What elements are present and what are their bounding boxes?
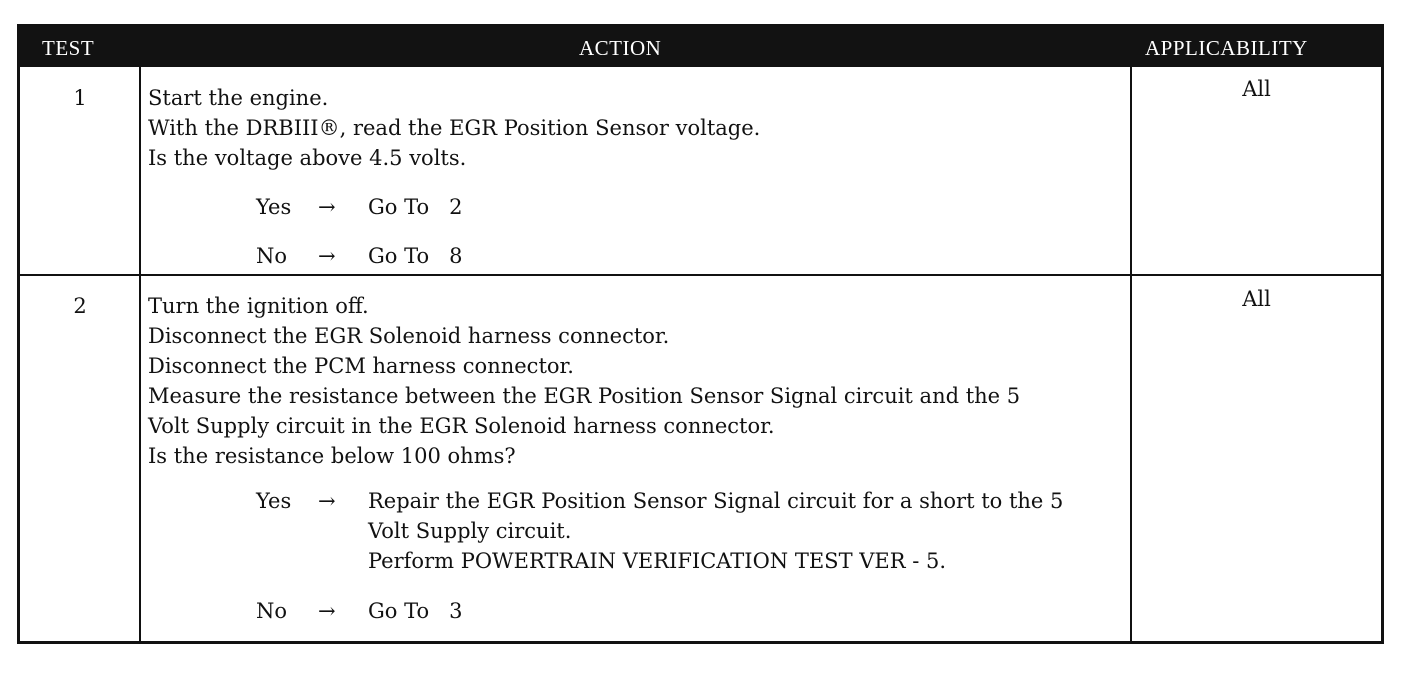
result-line: Go To 2 [368, 195, 463, 219]
applicability-value: All [1242, 287, 1271, 311]
result-line: Volt Supply circuit. [368, 519, 572, 543]
row-divider [20, 274, 1381, 276]
action-line: Turn the ignition off. [148, 294, 369, 318]
test-number: 2 [73, 294, 87, 318]
action-line: Measure the resistance between the EGR P… [148, 384, 1021, 408]
action-line: Is the voltage above 4.5 volts. [148, 146, 467, 170]
option-yes: Yes → Repair the EGR Position Sensor Sig… [256, 486, 1126, 576]
table-row: 2 Turn the ignition off. Disconnect the … [20, 276, 1381, 641]
option-label: No [256, 244, 288, 268]
option-result: Go To 2 [368, 192, 463, 222]
diagnostic-table: TEST ACTION APPLICABILITY 1 Start the en… [17, 24, 1384, 644]
table-header: TEST ACTION APPLICABILITY [20, 27, 1381, 67]
action-text: Start the engine. With the DRBIII®, read… [148, 83, 1128, 173]
action-line: Volt Supply circuit in the EGR Solenoid … [148, 414, 775, 438]
option-no: No → Go To 3 [256, 596, 1116, 626]
option-no: No → Go To 8 [256, 241, 1116, 271]
option-result: Repair the EGR Position Sensor Signal ci… [368, 486, 1063, 576]
option-result: Go To 3 [368, 596, 463, 626]
result-line: Repair the EGR Position Sensor Signal ci… [368, 489, 1064, 513]
result-line: Perform POWERTRAIN VERIFICATION TEST VER… [368, 549, 947, 573]
option-result: Go To 8 [368, 241, 463, 271]
result-line: Go To 3 [368, 599, 463, 623]
test-number: 1 [73, 86, 87, 110]
arrow-icon: → [318, 244, 336, 268]
action-line: Disconnect the PCM harness connector. [148, 354, 574, 378]
arrow-icon: → [318, 489, 336, 513]
header-test: TEST [42, 36, 95, 60]
option-yes: Yes → Go To 2 [256, 192, 1116, 222]
action-line: Is the resistance below 100 ohms? [148, 444, 516, 468]
arrow-icon: → [318, 195, 336, 219]
applicability-value: All [1242, 77, 1271, 101]
action-line: Start the engine. [148, 86, 329, 110]
action-line: With the DRBIII®, read the EGR Position … [148, 116, 761, 140]
header-action: ACTION [579, 36, 662, 60]
arrow-icon: → [318, 599, 336, 623]
option-label: Yes [256, 195, 292, 219]
header-applicability: APPLICABILITY [1145, 36, 1308, 60]
result-line: Go To 8 [368, 244, 463, 268]
column-divider [139, 67, 141, 641]
column-divider [1130, 67, 1132, 641]
option-label: Yes [256, 489, 292, 513]
table-row: 1 Start the engine. With the DRBIII®, re… [20, 67, 1381, 274]
option-label: No [256, 599, 288, 623]
action-line: Disconnect the EGR Solenoid harness conn… [148, 324, 670, 348]
action-text: Turn the ignition off. Disconnect the EG… [148, 291, 1128, 471]
